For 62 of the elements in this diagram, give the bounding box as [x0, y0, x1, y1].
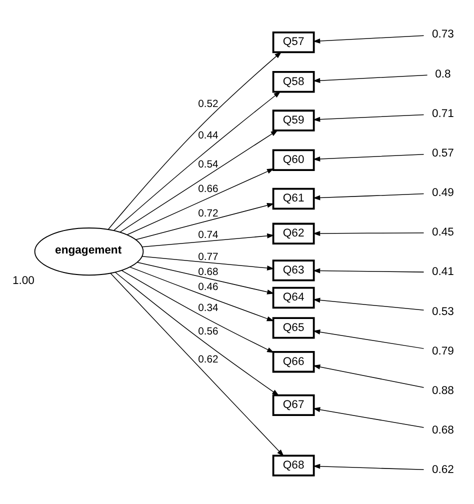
edge-label: 0.79: [432, 344, 454, 357]
node-label: 1.00: [12, 274, 34, 287]
arrow: [120, 129, 278, 232]
arrow: [113, 90, 281, 230]
arrow: [312, 74, 428, 83]
edge-label: 0.71: [432, 107, 454, 120]
arrow: [130, 266, 274, 321]
edge-label: 0.62: [198, 354, 218, 366]
arrow: [121, 270, 274, 352]
node-box: Q62: [272, 222, 315, 244]
edge-label: 0.73: [432, 28, 454, 40]
arrow: [108, 51, 282, 230]
arrow: [312, 364, 424, 388]
arrow: [110, 272, 284, 456]
node-box: Q60: [272, 148, 315, 170]
node-box: Q67: [272, 394, 315, 416]
edge-label: 0.8: [435, 68, 451, 80]
node-box: Q58: [272, 70, 315, 92]
arrow: [142, 256, 274, 270]
arrow: [312, 230, 424, 236]
edge-label: 0.53: [432, 305, 454, 318]
edge-label: 0.49: [432, 186, 454, 199]
node-box: Q61: [272, 187, 315, 210]
arrow: [312, 34, 424, 43]
arrow: [312, 406, 424, 428]
node-box: Q65: [272, 316, 315, 338]
arrow: [312, 297, 424, 310]
node-box: Q68: [272, 454, 315, 476]
arrow: [312, 153, 424, 161]
edge-label: 0.74: [198, 230, 218, 241]
arrow: [312, 268, 424, 273]
edge-label: 0.56: [198, 326, 218, 337]
edge-label: 0.68: [432, 424, 454, 436]
arrow: [312, 463, 424, 470]
arrow: [312, 192, 424, 200]
arrow: [312, 114, 424, 122]
edge-label: 0.62: [432, 464, 454, 476]
node-box: Q57: [272, 30, 315, 53]
node-box: Q64: [272, 286, 315, 308]
node-box: Q63: [272, 259, 315, 281]
arrow: [115, 272, 280, 396]
node-ellipse: engagement: [34, 227, 144, 276]
edge-label: 0.44: [198, 130, 218, 141]
edge-label: 0.34: [198, 302, 218, 314]
edge-label: 0.77: [198, 251, 218, 262]
arrow: [137, 262, 274, 294]
edge-label: 0.52: [198, 98, 218, 110]
arrow: [136, 202, 274, 240]
edge-label: 0.41: [432, 266, 454, 278]
edge-label: 0.88: [432, 384, 454, 396]
arrow: [126, 168, 274, 235]
edge-label: 0.45: [432, 226, 454, 238]
edge-label: 0.66: [198, 183, 218, 194]
edge-label: 0.72: [198, 208, 218, 219]
edge-label: 0.46: [198, 282, 218, 293]
arrow: [312, 329, 424, 348]
node-box: Q66: [272, 350, 315, 372]
edge-label: 0.57: [432, 146, 454, 159]
edge-label: 0.54: [198, 158, 218, 170]
edge-label: 0.68: [198, 266, 218, 278]
node-box: Q59: [272, 109, 315, 131]
arrow: [142, 232, 274, 247]
